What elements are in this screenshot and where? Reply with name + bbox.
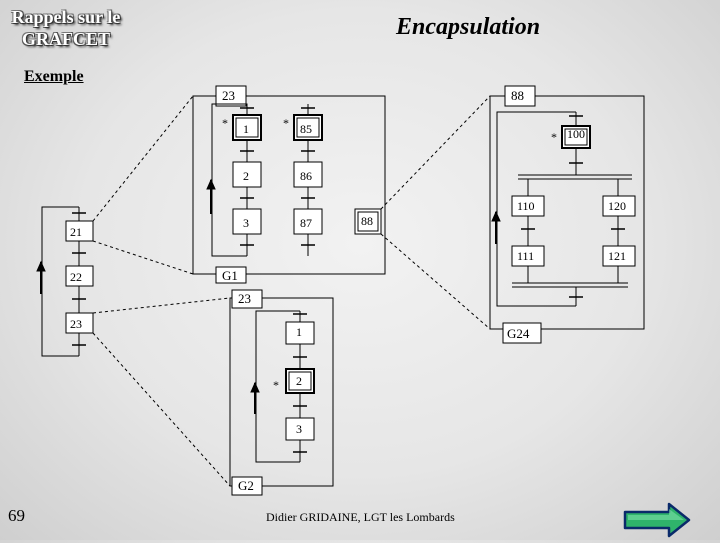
header-title-line1: Rappels sur le — [11, 7, 121, 27]
g1-step-86-label: 86 — [300, 169, 312, 183]
g2-step-3-label: 3 — [296, 422, 302, 436]
slide-title: Encapsulation — [396, 14, 541, 40]
g2-initial-mark: * — [273, 378, 279, 392]
g2-encapsulating-step-label: 23 — [238, 291, 251, 306]
g2-label-box — [231, 476, 263, 496]
g24-name-label: G24 — [507, 326, 530, 341]
main-step-23-label: 23 — [70, 317, 82, 331]
main-step-22-label: 22 — [70, 270, 82, 284]
g1-step-85-label: 85 — [300, 122, 312, 136]
g1-initial-mark-1: * — [222, 116, 228, 130]
g1-initial-mark-85: * — [283, 116, 289, 130]
g24-step-110-label: 110 — [517, 199, 535, 213]
g2-frame — [229, 297, 334, 487]
g2-step-2-label: 2 — [296, 374, 302, 388]
slide-header-title: Rappels sur le GRAFCET — [6, 6, 126, 50]
g24-initial-mark: * — [551, 130, 557, 144]
g1-step-3-label: 3 — [243, 216, 249, 230]
g1-frame — [192, 95, 386, 275]
footer-author: Didier GRIDAINE, LGT les Lombards — [266, 510, 455, 524]
section-heading: Exemple — [24, 68, 84, 85]
encapsulation-links — [92, 95, 491, 487]
g1-step-2-label: 2 — [243, 169, 249, 183]
right-arrow-icon — [623, 502, 691, 538]
g2-step-23-box — [231, 289, 263, 309]
g24-label-box — [502, 322, 542, 344]
g1-encapsulating-step-label: 23 — [222, 88, 235, 103]
g1-step-23-box — [215, 85, 247, 107]
g24-step-111-label: 111 — [517, 249, 534, 263]
g1-name-label: G1 — [222, 268, 238, 283]
g2-name-label: G2 — [238, 478, 254, 493]
main-grafcet — [36, 206, 94, 357]
g2-encapsulation — [229, 289, 334, 496]
page-number: 69 — [8, 506, 25, 525]
g24-frame — [489, 95, 645, 330]
g24-step-100-label: 100 — [567, 127, 585, 141]
g1-label-box — [215, 266, 247, 284]
g24-step-120-label: 120 — [608, 199, 626, 213]
g24-step-88-box — [504, 85, 536, 107]
g24-step-121-label: 121 — [608, 249, 626, 263]
g1-step-87-label: 87 — [300, 216, 312, 230]
g24-encapsulation — [489, 85, 645, 344]
g1-step-88-label: 88 — [361, 214, 373, 228]
g2-step-1-label: 1 — [296, 325, 302, 339]
main-step-21-label: 21 — [70, 225, 82, 239]
g24-encapsulating-step-label: 88 — [511, 88, 524, 103]
next-slide-button[interactable] — [622, 502, 692, 538]
header-title-line2: GRAFCET — [21, 29, 110, 49]
g1-encapsulation — [192, 85, 386, 284]
g1-step-1-label: 1 — [243, 122, 249, 136]
